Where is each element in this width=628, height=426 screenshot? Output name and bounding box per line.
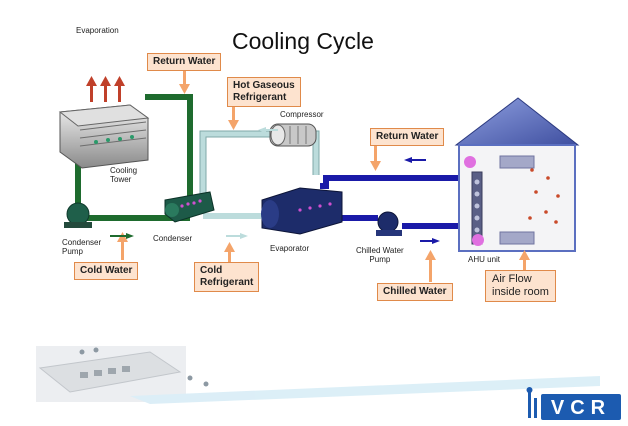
label-line: Cooling bbox=[110, 166, 138, 175]
label-line: Tower bbox=[110, 175, 132, 184]
callout-line: Air Flow bbox=[492, 273, 532, 285]
cooling-tower bbox=[58, 104, 150, 169]
callout-cold-refrigerant: Cold Refrigerant bbox=[194, 262, 260, 292]
diagram-title: Cooling Cycle bbox=[232, 28, 374, 54]
evaporator bbox=[261, 187, 343, 235]
chilled-water-pipe bbox=[320, 175, 478, 229]
flow-arrows bbox=[110, 127, 440, 244]
callout-text: Chilled Water bbox=[383, 286, 447, 297]
chilled-water-pump bbox=[376, 211, 402, 236]
ahu-building bbox=[454, 97, 580, 252]
cooling-tower-label: Cooling Tower bbox=[110, 166, 137, 184]
heat-arrows bbox=[86, 76, 125, 102]
callout-line: Hot Gaseous bbox=[233, 80, 295, 91]
callout-arrows bbox=[117, 68, 530, 282]
callout-air-flow: Air Flow inside room bbox=[485, 270, 556, 302]
compressor bbox=[269, 123, 317, 147]
label-line: Pump bbox=[62, 247, 83, 256]
compressor-label: Compressor bbox=[280, 110, 324, 119]
label-line: Pump bbox=[369, 255, 391, 264]
callout-return-water-top: Return Water bbox=[147, 53, 222, 71]
callout-cold-water: Cold Water bbox=[74, 262, 139, 280]
callout-line: Cold bbox=[200, 265, 223, 276]
condenser bbox=[164, 191, 215, 223]
evaporator-label: Evaporator bbox=[270, 244, 310, 253]
callout-text: Return Water bbox=[376, 131, 439, 142]
callout-return-water-right: Return Water bbox=[370, 128, 445, 146]
corner-label: Evaporation bbox=[76, 26, 119, 35]
vcr-logo: VCR bbox=[526, 387, 621, 420]
condenser-pump bbox=[64, 202, 92, 228]
label-line: Condenser bbox=[62, 238, 102, 247]
callout-line: Refrigerant bbox=[233, 92, 287, 103]
vcr-logo-text: VCR bbox=[551, 397, 611, 419]
callout-chilled-water: Chilled Water bbox=[377, 283, 453, 301]
callout-text: Cold Water bbox=[80, 265, 133, 276]
callout-hot-gaseous-refrigerant: Hot Gaseous Refrigerant bbox=[227, 77, 301, 107]
label-line: Chilled Water bbox=[356, 246, 404, 255]
callout-line: inside room bbox=[492, 286, 549, 298]
chilled-water-pump-label: Chilled Water Pump bbox=[356, 246, 404, 264]
condenser-pump-label: Condenser Pump bbox=[62, 238, 101, 256]
ahu-unit-label: AHU unit bbox=[468, 255, 501, 264]
background-illustration bbox=[36, 346, 600, 404]
callout-line: Refrigerant bbox=[200, 277, 254, 288]
callout-text: Return Water bbox=[153, 56, 216, 67]
condenser-label: Condenser bbox=[153, 234, 193, 243]
